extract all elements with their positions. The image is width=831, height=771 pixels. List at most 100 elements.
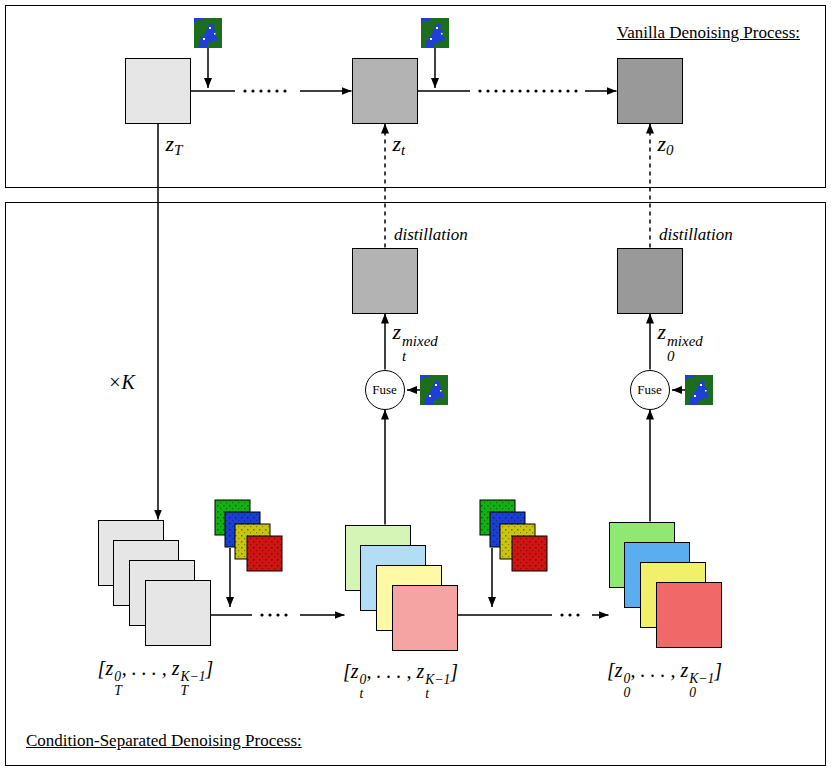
latent-stack: [z0T, . . . , zK−1T] [98, 520, 211, 646]
latent-stack: [z0t, . . . , zK−1t] [345, 525, 458, 651]
superscript: K−1 [689, 672, 714, 686]
subscript: T [181, 684, 206, 698]
subscript: 0 [666, 142, 673, 158]
latent-label: zmixedt [393, 321, 438, 365]
condition-stack [215, 500, 282, 607]
condition-map [194, 18, 222, 88]
sup-sub-stack: K−1t [425, 673, 450, 701]
ellipsis-dot [510, 89, 513, 92]
sup-sub-stack: mixed0 [667, 334, 703, 365]
flow-arrow [157, 124, 159, 520]
ellipsis-dot [276, 613, 279, 616]
latent-label: zT [166, 133, 183, 158]
ellipsis-dot [574, 89, 577, 92]
fuse-label: Fuse [637, 383, 662, 396]
latent-label: z0 [658, 133, 674, 158]
latent-label: zt [393, 133, 406, 158]
superscript: K−1 [425, 673, 450, 687]
condition-map [407, 375, 448, 405]
ellipsis-dot [486, 89, 489, 92]
panel-title: Vanilla Denoising Process: [617, 24, 800, 43]
ellipsis-dot [576, 613, 579, 616]
sup-sub-stack: mixedt [402, 334, 438, 365]
ellipsis-dot [542, 89, 545, 92]
process-panel: Vanilla Denoising Process:zTztz0 [5, 5, 826, 188]
ellipsis-dot [534, 89, 537, 92]
ellipsis-dot [243, 89, 246, 92]
flow-arrow [384, 314, 386, 370]
ellipsis-dot [259, 89, 262, 92]
latent-box: zmixed0 [617, 248, 683, 314]
ellipsis-dot [478, 89, 481, 92]
text-part: , . . . , z [366, 660, 424, 682]
superscript: 0 [624, 672, 631, 686]
distillation-arrow [649, 124, 651, 248]
sup-sub-stack: K−10 [689, 672, 714, 700]
latent-label: [z00, . . . , zK−10] [607, 660, 722, 701]
fuse-label: Fuse [372, 383, 397, 396]
edge-label: ×K [108, 372, 135, 392]
subscript: t [402, 349, 438, 364]
latent-label: [z0t, . . . , zK−1t] [343, 661, 458, 702]
sup-sub-stack: K−1T [181, 670, 206, 698]
latent-label: [z0T, . . . , zK−1T] [98, 658, 214, 699]
subscript: 0 [689, 686, 714, 700]
latent-box: z0 [617, 58, 683, 124]
subscript: t [401, 142, 405, 158]
text-part: z [658, 319, 667, 344]
latent-box [392, 585, 458, 651]
ellipsis-dot [494, 89, 497, 92]
text-part: [z [343, 660, 359, 682]
ellipsis-dot [268, 613, 271, 616]
text-part: z [166, 131, 175, 156]
superscript: 0 [360, 673, 367, 687]
superscript: K−1 [181, 670, 206, 684]
flow-arrow [191, 90, 352, 92]
sup-sub-stack: 0T [114, 670, 122, 698]
flow-arrow [458, 614, 609, 616]
latent-box [145, 580, 211, 646]
ellipsis-dot [568, 613, 571, 616]
condition-stack [480, 500, 547, 607]
sup-sub-stack: 00 [624, 672, 631, 700]
ellipsis-dot [284, 613, 287, 616]
text-part: [z [607, 659, 623, 681]
subscript: t [360, 687, 367, 701]
subscript: T [114, 684, 122, 698]
flow-arrow [418, 90, 617, 92]
text-part: , . . . , z [630, 659, 688, 681]
text-part: ] [714, 659, 722, 681]
ellipsis-dot [526, 89, 529, 92]
text-part: z [393, 131, 402, 156]
fuse-circle: Fuse [365, 370, 405, 410]
fuse-circle: Fuse [630, 370, 670, 410]
superscript: mixed [667, 334, 703, 349]
edge-label: distillation [394, 226, 468, 243]
superscript: 0 [114, 670, 122, 684]
flow-arrow [211, 614, 345, 616]
latent-box: zmixedt [352, 248, 418, 314]
text-part: , . . . , z [122, 657, 180, 679]
ellipsis-dot [558, 89, 561, 92]
ellipsis-dot [566, 89, 569, 92]
subscript: 0 [624, 686, 631, 700]
flow-arrow [649, 314, 651, 370]
latent-box [656, 582, 722, 648]
latent-stack: [z00, . . . , zK−10] [609, 522, 722, 648]
latent-label: zmixed0 [658, 321, 703, 365]
ellipsis-dot [518, 89, 521, 92]
condition-map [421, 18, 449, 88]
sup-sub-stack: 0t [360, 673, 367, 701]
panel-title: Condition-Separated Denoising Process: [26, 732, 302, 751]
subscript: 0 [667, 349, 703, 364]
ellipsis-dot [260, 613, 263, 616]
edge-label: distillation [659, 226, 733, 243]
condition-map [672, 375, 713, 405]
text-part: z [393, 319, 402, 344]
ellipsis-dot [251, 89, 254, 92]
ellipsis-dot [267, 89, 270, 92]
process-panel: Condition-Separated Denoising Process:zm… [5, 202, 826, 766]
text-part: ] [450, 660, 458, 682]
ellipsis-dot [550, 89, 553, 92]
